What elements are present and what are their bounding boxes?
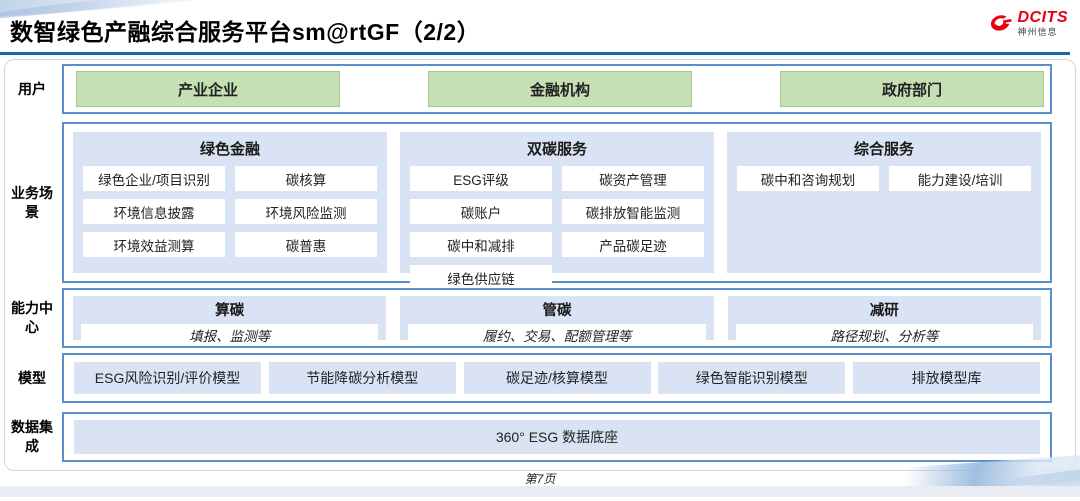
row-label-data-integration: 数据集成 bbox=[11, 419, 53, 454]
scenario-item-grid: ESG评级 碳资产管理 碳账户 碳排放智能监测 碳中和减排 产品碳足迹 绿色供应… bbox=[410, 166, 704, 290]
scenario-item: 环境风险监测 bbox=[235, 199, 377, 224]
dcits-logo-text: DCITS 神州信息 bbox=[1018, 10, 1069, 37]
model-box: 碳足迹/核算模型 bbox=[463, 362, 651, 394]
dcits-logo: DCITS 神州信息 bbox=[985, 10, 1069, 38]
scenario-column-dual-carbon: 双碳服务 ESG评级 碳资产管理 碳账户 碳排放智能监测 碳中和减排 产品碳足迹… bbox=[400, 132, 714, 290]
scenario-item: 碳中和减排 bbox=[410, 232, 552, 257]
scenario-item: 绿色供应链 bbox=[410, 265, 552, 290]
scenario-column-green-finance: 绿色金融 绿色企业/项目识别 碳核算 环境信息披露 环境风险监测 环境效益测算 … bbox=[73, 132, 387, 273]
scenario-item-grid: 碳中和咨询规划 能力建设/培训 bbox=[737, 166, 1031, 191]
capability-box-reduce-research: 减研 路径规划、分析等 bbox=[727, 296, 1041, 346]
scenario-column-title: 双碳服务 bbox=[526, 141, 587, 158]
row-label-scenarios: 业务场景 bbox=[11, 184, 53, 220]
scenario-item: 碳账户 bbox=[410, 199, 552, 224]
scenario-item: 碳资产管理 bbox=[562, 166, 704, 191]
scenario-item: ESG评级 bbox=[410, 166, 552, 191]
row-label-capabilities: 能力中心 bbox=[11, 300, 53, 335]
capability-desc: 履约、交易、配额管理等 bbox=[408, 324, 706, 346]
bottom-bar bbox=[0, 486, 1080, 497]
scenario-item: 碳普惠 bbox=[235, 232, 377, 257]
page-title: 数智绿色产融综合服务平台sm@rtGF（2/2） bbox=[10, 19, 481, 45]
models-row: ESG风险识别/评价模型 节能降碳分析模型 碳足迹/核算模型 绿色智能识别模型 … bbox=[62, 353, 1052, 403]
header-divider bbox=[0, 52, 1070, 55]
scenario-column-title: 绿色金融 bbox=[199, 141, 260, 158]
business-scenarios-row: 绿色金融 绿色企业/项目识别 碳核算 环境信息披露 环境风险监测 环境效益测算 … bbox=[62, 122, 1052, 290]
row-label-models: 模型 bbox=[18, 369, 46, 386]
data-base-box: 360° ESG 数据底座 bbox=[74, 420, 1040, 454]
capability-desc: 路径规划、分析等 bbox=[735, 324, 1033, 346]
model-box: 排放模型库 bbox=[853, 362, 1040, 394]
scenario-item: 绿色企业/项目识别 bbox=[83, 166, 225, 191]
model-box: ESG风险识别/评价模型 bbox=[74, 362, 261, 394]
capability-center-row: 算碳 填报、监测等 管碳 履约、交易、配额管理等 减研 路径规划、分析等 bbox=[62, 288, 1052, 348]
capability-box-calc-carbon: 算碳 填报、监测等 bbox=[73, 296, 387, 346]
scenario-item: 环境信息披露 bbox=[83, 199, 225, 224]
user-box-government: 政府部门 bbox=[780, 71, 1044, 107]
scenario-item: 能力建设/培训 bbox=[889, 166, 1031, 191]
scenario-item-grid: 绿色企业/项目识别 碳核算 环境信息披露 环境风险监测 环境效益测算 碳普惠 bbox=[83, 166, 377, 257]
page-number: 第7页 bbox=[524, 472, 556, 486]
scenario-column-title: 综合服务 bbox=[853, 141, 914, 158]
capability-box-manage-carbon: 管碳 履约、交易、配额管理等 bbox=[400, 296, 714, 346]
users-row: 产业企业 金融机构 政府部门 bbox=[62, 64, 1052, 114]
capability-title: 减研 bbox=[869, 303, 899, 319]
user-box-financial: 金融机构 bbox=[428, 71, 692, 107]
scenario-item: 碳核算 bbox=[235, 166, 377, 191]
capability-title: 算碳 bbox=[215, 303, 245, 319]
data-integration-row: 360° ESG 数据底座 bbox=[62, 412, 1052, 462]
dcits-swoosh-icon bbox=[985, 10, 1015, 38]
model-box: 节能降碳分析模型 bbox=[268, 362, 456, 394]
capability-desc: 填报、监测等 bbox=[81, 324, 379, 346]
content-panel-outline bbox=[4, 59, 1076, 471]
scenario-item: 环境效益测算 bbox=[83, 232, 225, 257]
scenario-column-comprehensive: 综合服务 碳中和咨询规划 能力建设/培训 bbox=[727, 132, 1041, 273]
row-label-users: 用户 bbox=[18, 80, 46, 97]
dcits-logo-name: DCITS bbox=[1017, 9, 1068, 26]
scenario-item: 碳排放智能监测 bbox=[562, 199, 704, 224]
model-box: 绿色智能识别模型 bbox=[658, 362, 846, 394]
capability-title: 管碳 bbox=[542, 303, 572, 319]
dcits-logo-subtitle: 神州信息 bbox=[1017, 27, 1058, 37]
scenario-item: 产品碳足迹 bbox=[562, 232, 704, 257]
user-box-industry: 产业企业 bbox=[76, 71, 340, 107]
scenario-item: 碳中和咨询规划 bbox=[737, 166, 879, 191]
